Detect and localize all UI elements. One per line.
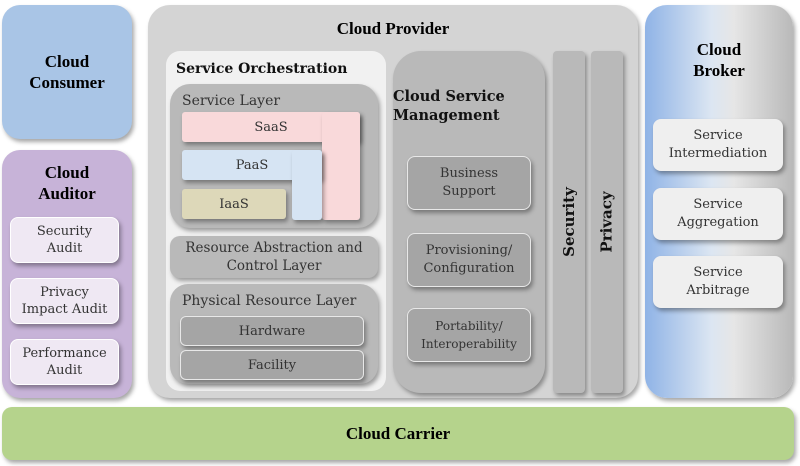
paas-column: [292, 150, 322, 220]
physical-resource-layer-box: Physical Resource Layer Hardware Facilit…: [170, 284, 378, 384]
item-line: Arbitrage: [686, 283, 750, 298]
portability-interoperability-box: Portability/Interoperability: [407, 308, 531, 362]
title-line: Auditor: [38, 184, 96, 203]
cloud-service-management-title: Cloud Service Management: [393, 87, 545, 125]
item-line: Service: [693, 197, 743, 212]
item-line: Impact Audit: [21, 302, 108, 317]
saas-label: SaaS: [254, 119, 288, 135]
item-line: Resource Abstraction and: [185, 240, 363, 256]
security-label: Security: [560, 187, 579, 257]
service-layer-box: Service Layer SaaS PaaS IaaS: [170, 84, 378, 228]
title-line: Cloud: [44, 52, 90, 71]
service-orchestration-title: Service Orchestration: [176, 61, 348, 77]
item-line: Security: [36, 224, 93, 239]
title-line: Consumer: [29, 73, 105, 92]
privacy-bar: Privacy: [591, 51, 623, 393]
paas-label: PaaS: [235, 157, 269, 173]
saas-column: [322, 112, 360, 220]
item-line: Service: [693, 128, 743, 143]
cloud-broker-title: Cloud Broker: [645, 39, 793, 81]
item-line: Business: [439, 166, 499, 181]
cloud-consumer-box: Cloud Consumer: [2, 5, 132, 139]
title-line: Cloud: [44, 163, 90, 182]
facility-box: Facility: [180, 350, 364, 380]
item-line: Privacy: [40, 285, 89, 300]
item-line: Provisioning/: [425, 243, 513, 258]
title-line: Cloud: [696, 40, 742, 59]
service-layer-label: Service Layer: [182, 93, 281, 109]
item-line: Service: [693, 265, 743, 280]
title-line: Cloud Service: [393, 88, 505, 105]
item-line: Control Layer: [226, 258, 322, 274]
service-orchestration-box: Service Orchestration Service Layer SaaS…: [166, 51, 386, 391]
provisioning-configuration-box: Provisioning/Configuration: [407, 233, 531, 287]
cloud-carrier-bar: Cloud Carrier: [2, 407, 794, 460]
item-line: Intermediation: [668, 146, 768, 161]
cloud-auditor-title: Cloud Auditor: [2, 162, 132, 204]
hardware-box: Hardware: [180, 316, 364, 346]
item-line: Interoperability: [421, 337, 517, 351]
item-line: Support: [442, 184, 496, 199]
title-line: Management: [393, 107, 500, 124]
item-line: Aggregation: [677, 215, 759, 230]
iaas-box: IaaS: [182, 189, 286, 219]
item-line: Portability/: [435, 319, 503, 333]
item-line: Audit: [46, 363, 83, 378]
item-line: Audit: [46, 241, 83, 256]
privacy-label: Privacy: [598, 191, 617, 253]
item-line: Performance: [22, 346, 107, 361]
item-line: Configuration: [423, 261, 515, 276]
physical-resource-layer-label: Physical Resource Layer: [182, 293, 357, 309]
cloud-provider-box: Cloud Provider Service Orchestration Ser…: [148, 5, 638, 398]
title-line: Broker: [693, 61, 745, 80]
cloud-consumer-title: Cloud Consumer: [29, 51, 105, 93]
cloud-provider-title: Cloud Provider: [336, 19, 450, 38]
security-bar: Security: [553, 51, 585, 393]
